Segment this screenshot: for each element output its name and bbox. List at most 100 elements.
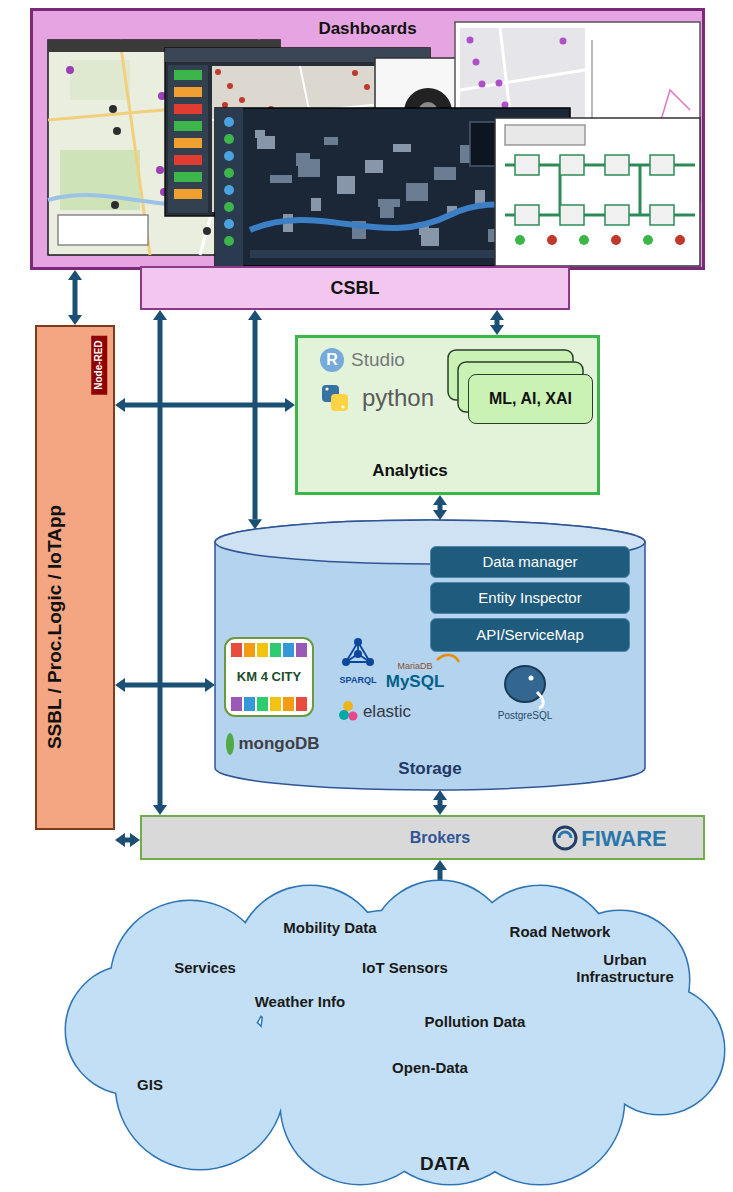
double-arrow — [495, 320, 500, 325]
double-arrow — [438, 505, 443, 510]
km4city-tile — [244, 643, 255, 657]
pipe-line — [639, 165, 642, 215]
python-icon — [331, 394, 348, 411]
node-label: DATA — [420, 1153, 470, 1175]
node-label: Analytics — [372, 461, 448, 481]
cloud-fill — [261, 911, 519, 1169]
dashboard-screenshots — [33, 11, 702, 267]
node-label: Road Network — [510, 923, 611, 940]
logo-text: Node-RED — [91, 335, 107, 394]
double-arrow — [73, 280, 78, 315]
menu-icon — [224, 151, 234, 161]
status-dot — [579, 235, 589, 245]
analytics-box: AnalyticsML, AI, XAIRStudiopython — [295, 335, 600, 495]
map-pin — [111, 201, 119, 209]
screen-part — [270, 175, 292, 183]
node-label: Pollution Data — [425, 1013, 526, 1030]
dashboard-panel: Dashboards — [30, 8, 705, 270]
node-label: Storage — [398, 759, 461, 779]
data-cloud-shape — [60, 880, 730, 1188]
km4city-tile — [231, 697, 242, 711]
status-dot — [611, 235, 621, 245]
km4city-tile — [244, 697, 255, 711]
python-icon — [325, 387, 328, 390]
map-dot — [239, 97, 245, 103]
km4city-tile — [257, 643, 268, 657]
screen-part — [339, 182, 349, 190]
cloud-fill — [66, 966, 194, 1094]
cylinder-body — [215, 520, 645, 790]
map-pin — [473, 59, 480, 66]
map-dot — [227, 83, 233, 89]
screen-part — [257, 136, 275, 149]
screenshot — [495, 118, 700, 266]
pipe-box — [515, 155, 539, 175]
node-label: Urban Infrastructure — [569, 951, 681, 986]
double-arrow — [438, 800, 443, 805]
double-arrow — [125, 683, 205, 688]
menu-icon — [224, 236, 234, 246]
screen-part — [174, 189, 202, 199]
menu-icon — [224, 168, 234, 178]
node-label: IoT Sensors — [362, 959, 448, 976]
logo-text: MySQL — [386, 672, 445, 692]
double-arrow — [253, 320, 258, 519]
logo-text: python — [362, 384, 434, 412]
map-dot — [352, 70, 358, 76]
sparql-icon — [354, 638, 362, 646]
pipe-box — [560, 205, 584, 225]
logo-text: MariaDB — [397, 661, 432, 671]
map-pin — [560, 38, 567, 45]
fiware-icon — [559, 832, 571, 838]
logo-text: elastic — [363, 702, 411, 722]
node-label: Data manager — [482, 553, 577, 570]
sparql-icon — [354, 650, 362, 658]
node-label: API/ServiceMap — [476, 626, 584, 643]
double-arrow — [125, 403, 285, 408]
logo-text: Studio — [351, 349, 405, 371]
node-label: Brokers — [410, 828, 470, 846]
screen-part — [311, 198, 321, 211]
screen-part — [215, 108, 243, 266]
vertical-layer-bar: SSBL / Proc.Logic / IoTApp Node-RED — [35, 325, 115, 830]
menu-icon — [224, 202, 234, 212]
elastic-icon — [349, 712, 358, 721]
tool-box: Data manager — [430, 546, 630, 578]
river — [250, 200, 570, 230]
double-arrow — [438, 870, 443, 880]
python-icon — [341, 405, 344, 408]
screen-part — [70, 60, 130, 100]
logo-text: PostgreSQL — [498, 710, 552, 722]
logo-text: SPARQL — [340, 675, 377, 685]
km4city-tile — [283, 643, 294, 657]
screen-part — [174, 121, 202, 131]
map-dot — [215, 69, 221, 75]
pipe-box — [650, 205, 674, 225]
screen-part — [337, 176, 355, 194]
postgres-elephant — [505, 666, 545, 702]
status-dot — [515, 235, 525, 245]
elastic-icon — [339, 710, 349, 720]
node-label: Entity Inspector — [478, 589, 581, 606]
status-dot — [547, 235, 557, 245]
pipe-box — [560, 155, 584, 175]
node-label: SSBL / Proc.Logic / IoTApp — [44, 505, 66, 749]
tool-box: API/ServiceMap — [430, 618, 630, 652]
status-dot — [643, 235, 653, 245]
km4city-tile — [270, 643, 281, 657]
node-label: Services — [174, 959, 236, 976]
sparql-icon — [342, 658, 350, 666]
map-pin — [66, 66, 74, 74]
screen-panel — [58, 215, 148, 245]
map-pin — [203, 227, 211, 235]
screen-part — [174, 172, 202, 182]
pipe-box — [605, 205, 629, 225]
node-label: Weather Info — [255, 993, 346, 1010]
km4city-tile — [296, 643, 307, 657]
km4city-tile — [231, 643, 242, 657]
menu-icon — [224, 219, 234, 229]
storage-cylinder: Storage Data managerEntity InspectorAPI/S… — [215, 520, 645, 790]
menu-icon — [224, 185, 234, 195]
logo-text: mongoDB — [238, 734, 319, 754]
